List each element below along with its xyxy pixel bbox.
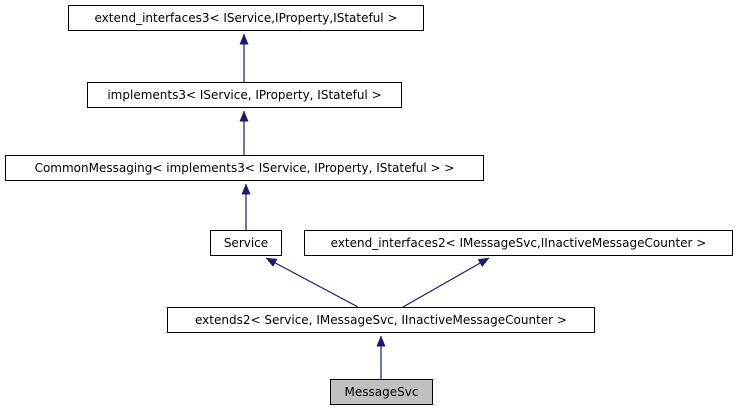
- node-implements3[interactable]: implements3< IService, IProperty, IState…: [87, 82, 402, 108]
- node-commonmessaging[interactable]: CommonMessaging< implements3< IService, …: [5, 155, 484, 181]
- node-messagesvc-current: MessageSvc: [330, 379, 433, 405]
- edge-extends2-to-extend-interfaces2: [402, 257, 490, 308]
- node-extend-interfaces2[interactable]: extend_interfaces2< IMessageSvc,IInactiv…: [304, 230, 733, 256]
- node-service[interactable]: Service: [210, 230, 282, 256]
- edge-extends2-to-service: [265, 257, 359, 308]
- node-extend-interfaces3[interactable]: extend_interfaces3< IService,IProperty,I…: [68, 5, 424, 31]
- node-extends2[interactable]: extends2< Service, IMessageSvc, IInactiv…: [167, 307, 595, 333]
